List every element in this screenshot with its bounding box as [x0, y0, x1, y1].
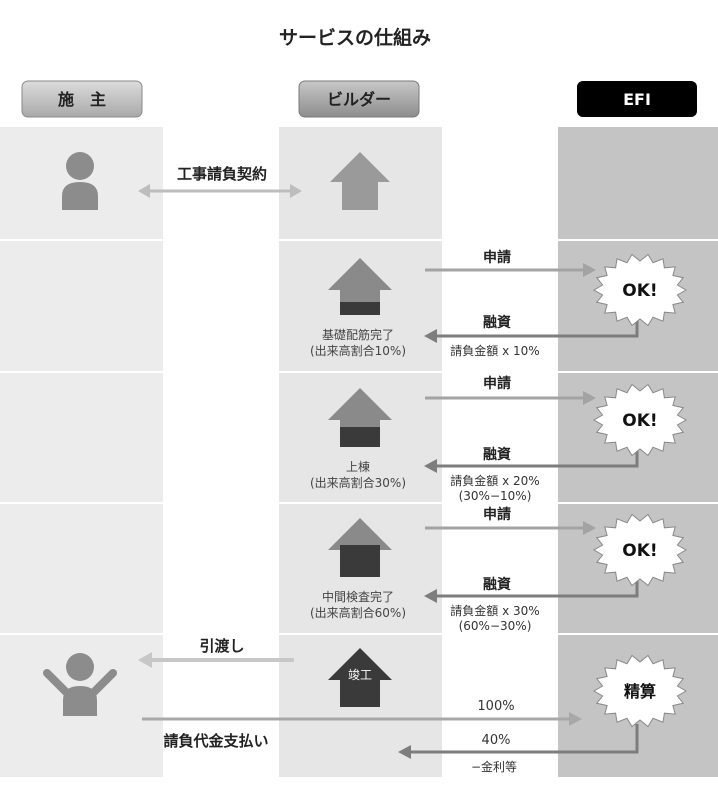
amount-note-framing: (30%−10%): [459, 489, 532, 503]
contract-double-arrow: [138, 184, 302, 198]
financing-label-inspection: 融資: [483, 576, 511, 593]
builder-header: ビルダー: [298, 80, 420, 118]
ok-label-foundation: OK!: [622, 281, 657, 301]
financing-label-framing: 融資: [483, 446, 511, 463]
refund-pct: 40%: [482, 733, 511, 748]
financing-arrow-framing: [424, 446, 639, 473]
owner-header: 施 主: [21, 80, 143, 118]
ok-badge-framing: OK!: [593, 383, 687, 457]
ok-label-inspection: OK!: [622, 541, 657, 561]
builder-header-label: ビルダー: [327, 90, 391, 109]
handover-label: 引渡し: [199, 637, 244, 655]
ok-burst-shape: [593, 383, 687, 457]
house-icon-framing: [328, 388, 392, 447]
house-icon-inspection: [328, 518, 392, 577]
completion-rate-foundation: (出来高割合10%): [310, 343, 406, 358]
completion-rate-framing: (出来高割合30%): [310, 475, 406, 490]
contract-label: 工事請負契約: [177, 165, 267, 183]
house-icon-foundation: [328, 258, 392, 315]
amount-inspection: 請負金額 x 30%: [450, 603, 539, 618]
payment-pct: 100%: [477, 699, 514, 714]
completion-label: 竣工: [348, 667, 372, 682]
settlement-label: 精算: [624, 682, 656, 701]
house-icon-completion: [328, 648, 392, 707]
ok-badge-inspection: OK!: [593, 513, 687, 587]
application-label-framing: 申請: [483, 375, 511, 392]
financing-arrow-inspection: [424, 576, 639, 603]
stage-name-foundation: 基礎配筋完了: [322, 327, 394, 342]
efi-header-label: EFI: [623, 90, 651, 109]
amount-framing: 請負金額 x 20%: [450, 473, 539, 488]
ok-label-framing: OK!: [622, 411, 657, 431]
owner-person-icon: [62, 152, 98, 210]
house-icon-plan: [330, 152, 390, 210]
owner-celebrating-icon: [43, 653, 117, 716]
efi-header: EFI: [577, 81, 697, 117]
amount-foundation: 請負金額 x 10%: [450, 343, 539, 358]
financing-label-foundation: 融資: [483, 314, 511, 331]
diagram-title: サービスの仕組み: [279, 26, 431, 49]
payment-label: 請負代金支払い: [163, 732, 268, 750]
refund-arrow: [398, 724, 639, 759]
application-label-foundation: 申請: [483, 249, 511, 266]
application-label-inspection: 申請: [483, 506, 511, 523]
settlement-burst-shape: [593, 654, 687, 728]
stage-name-inspection: 中間検査完了: [322, 589, 394, 604]
ok-burst-shape: [593, 253, 687, 327]
application-arrow-foundation: [425, 263, 596, 277]
ok-burst-shape: [593, 513, 687, 587]
payment-arrow: [142, 712, 582, 726]
application-arrow-framing: [425, 391, 596, 405]
owner-header-label: 施 主: [58, 90, 106, 109]
handover-arrow: [138, 652, 294, 668]
deduction-label: −金利等: [471, 759, 517, 774]
settlement-badge: 精算: [593, 654, 687, 728]
stage-name-framing: 上棟: [346, 459, 370, 474]
completion-rate-inspection: (出来高割合60%): [310, 605, 406, 620]
amount-note-inspection: (60%−30%): [459, 619, 532, 633]
ok-badge-foundation: OK!: [593, 253, 687, 327]
application-arrow-inspection: [425, 521, 596, 535]
financing-arrow-foundation: [424, 316, 639, 343]
